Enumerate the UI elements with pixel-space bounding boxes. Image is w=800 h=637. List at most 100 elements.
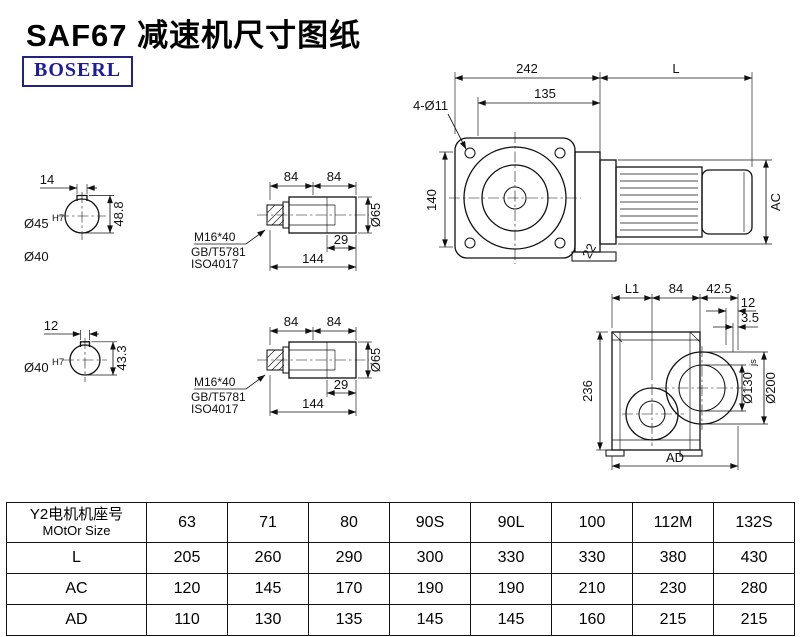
base-foot bbox=[571, 251, 617, 262]
dim-L1-label: L1 bbox=[625, 281, 639, 296]
dim-keywidth-a: 14 bbox=[40, 172, 54, 187]
value-cell: 145 bbox=[389, 604, 471, 636]
bore-circle bbox=[69, 344, 101, 376]
dim-d65-label: Ø65 bbox=[368, 203, 383, 228]
table-row-AC: AC 120 145 170 190 190 210 230 280 bbox=[6, 573, 795, 605]
value-cell: 205 bbox=[146, 542, 228, 574]
bolt-hole bbox=[554, 147, 566, 159]
gear-housing bbox=[574, 151, 601, 253]
value-cell: 290 bbox=[308, 542, 390, 574]
dim-84-label: 84 bbox=[669, 281, 683, 296]
value-cell: 210 bbox=[551, 573, 633, 605]
size-cell: 71 bbox=[227, 502, 309, 543]
housing-outline bbox=[611, 331, 701, 451]
brand-logo: BOSERL bbox=[22, 56, 134, 87]
table-header-row: Y2电机机座号 MOtOr Size 63 71 80 90S 90L 100 … bbox=[6, 502, 795, 543]
front-view: 242 L 135 4-Ø11 140 AC 22 bbox=[413, 61, 783, 264]
shaft-section-b: 12 Ø40 H7 43.3 bbox=[24, 318, 129, 382]
shaft-section-a: 14 Ø45 H7 48.8 bbox=[24, 172, 126, 240]
value-cell: 260 bbox=[227, 542, 309, 574]
shaft-detail-b: 84 84 29 144 Ø65 M16*40 GB/T5781 ISO4017 bbox=[191, 314, 383, 416]
size-cell: 90S bbox=[389, 502, 471, 543]
dim-42-5-label: 42.5 bbox=[706, 281, 731, 296]
dim-84a-label: 84 bbox=[284, 314, 298, 329]
dim-keywidth-b: 12 bbox=[44, 318, 58, 333]
dim-140-label: 140 bbox=[424, 189, 439, 211]
value-cell: 215 bbox=[713, 604, 795, 636]
std-iso-label: ISO4017 bbox=[191, 257, 239, 271]
motor-size-header-cell: Y2电机机座号 MOtOr Size bbox=[6, 502, 147, 543]
value-cell: 160 bbox=[551, 604, 633, 636]
dim-L-label: L bbox=[672, 61, 679, 76]
value-cell: 110 bbox=[146, 604, 228, 636]
bolt-hole bbox=[464, 147, 476, 159]
bore-circle bbox=[64, 198, 100, 234]
size-cell: 112M bbox=[632, 502, 714, 543]
dim-d65-label: Ø65 bbox=[368, 348, 383, 373]
dim-84b-label: 84 bbox=[327, 314, 341, 329]
dim-d130-tol-label: js bbox=[748, 359, 759, 367]
motor-flange bbox=[599, 159, 617, 245]
value-cell: 430 bbox=[713, 542, 795, 574]
value-cell: 330 bbox=[470, 542, 552, 574]
fan-cowl bbox=[701, 169, 753, 235]
dim-22-label: 22 bbox=[579, 241, 599, 261]
value-cell: 130 bbox=[227, 604, 309, 636]
dim-AD-label: AD bbox=[666, 450, 684, 465]
shaft-note-label: Ø40 bbox=[24, 249, 49, 264]
size-cell: 132S bbox=[713, 502, 795, 543]
side-view: L1 84 42.5 12 3.5 236 Ø130 js Ø200 bbox=[580, 281, 778, 470]
dim-AC-label: AC bbox=[768, 193, 783, 211]
bolt-hole bbox=[554, 237, 566, 249]
motor-size-label-en: MOtOr Size bbox=[42, 523, 111, 539]
bore-label-a: Ø45 bbox=[24, 216, 49, 231]
dim-keyheight-a: 48.8 bbox=[111, 201, 126, 226]
foot bbox=[679, 449, 703, 457]
bore-label-b: Ø40 bbox=[24, 360, 49, 375]
shaft-detail-a: 84 84 29 144 Ø65 M16*40 GB/T5781 ISO4017 bbox=[191, 169, 383, 271]
dim-12-label: 12 bbox=[741, 295, 755, 310]
value-cell: 190 bbox=[470, 573, 552, 605]
dim-144-label: 144 bbox=[302, 396, 324, 411]
dim-d200-label: Ø200 bbox=[763, 372, 778, 404]
size-cell: 80 bbox=[308, 502, 390, 543]
bolt-spec-label: M16*40 bbox=[194, 230, 236, 244]
dim-135-label: 135 bbox=[534, 86, 556, 101]
bore-tol-b: H7 bbox=[52, 357, 64, 368]
std-gb-label: GB/T5781 bbox=[191, 390, 246, 404]
motor-size-table: Y2电机机座号 MOtOr Size 63 71 80 90S 90L 100 … bbox=[6, 502, 795, 636]
row-label: L bbox=[6, 542, 147, 574]
dim-d130-label: Ø130 bbox=[740, 372, 755, 404]
bore-tol-a: H7 bbox=[52, 213, 64, 224]
keyway bbox=[76, 194, 88, 201]
table-row-AD: AD 110 130 135 145 145 160 215 215 bbox=[6, 604, 795, 636]
std-gb-label: GB/T5781 bbox=[191, 245, 246, 259]
row-label: AD bbox=[6, 604, 147, 636]
value-cell: 300 bbox=[389, 542, 471, 574]
page-title: SAF67 减速机尺寸图纸 bbox=[26, 18, 362, 53]
value-cell: 145 bbox=[470, 604, 552, 636]
value-cell: 135 bbox=[308, 604, 390, 636]
dim-84b-label: 84 bbox=[327, 169, 341, 184]
technical-drawing: 242 L 135 4-Ø11 140 AC 22 bbox=[24, 61, 783, 470]
shaft-body bbox=[288, 196, 357, 234]
dim-144-label: 144 bbox=[302, 251, 324, 266]
motor-fins bbox=[620, 173, 698, 231]
dim-29-label: 29 bbox=[334, 377, 348, 392]
row-label: AC bbox=[6, 573, 147, 605]
size-cell: 63 bbox=[146, 502, 228, 543]
dim-84a-label: 84 bbox=[284, 169, 298, 184]
std-iso-label: ISO4017 bbox=[191, 402, 239, 416]
dim-242-label: 242 bbox=[516, 61, 538, 76]
dim-3-5-label: 3.5 bbox=[741, 310, 759, 325]
value-cell: 330 bbox=[551, 542, 633, 574]
bolt-spec-label: M16*40 bbox=[194, 375, 236, 389]
dim-keyheight-b: 43.3 bbox=[114, 345, 129, 370]
motor-size-label-cn: Y2电机机座号 bbox=[29, 506, 124, 524]
value-cell: 380 bbox=[632, 542, 714, 574]
size-cell: 100 bbox=[551, 502, 633, 543]
bolt-hole bbox=[464, 237, 476, 249]
dim-236-label: 236 bbox=[580, 380, 595, 402]
size-cell: 90L bbox=[470, 502, 552, 543]
